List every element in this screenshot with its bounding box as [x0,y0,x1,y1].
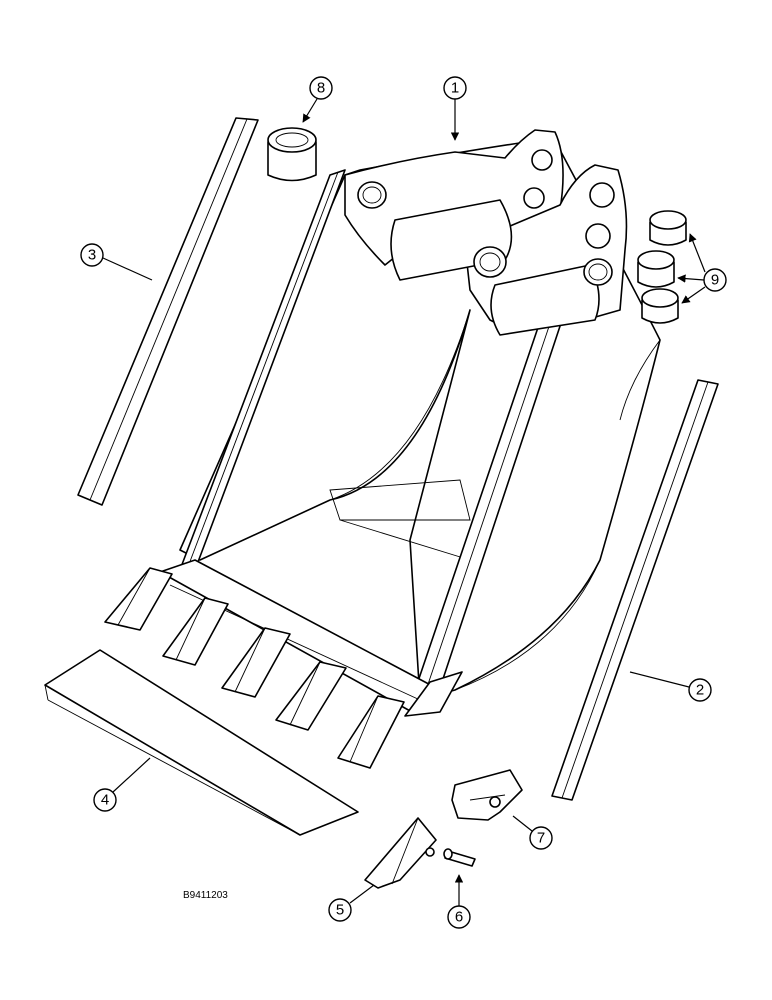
bushing-single [267,127,317,182]
bushing-set [637,210,687,324]
pin-bore [473,246,507,278]
pin-bore [583,258,613,286]
callout-2: 2 [629,671,712,702]
pin-bore [523,187,545,209]
callout-6: 6 [447,874,471,929]
tooth-loose [364,817,437,889]
callout-5: 5 [328,884,375,922]
svg-text:6: 6 [455,909,463,926]
svg-text:8: 8 [317,80,325,97]
tooth [275,661,347,731]
tooth-adapter [404,671,463,717]
svg-text:9: 9 [711,272,719,289]
tooth [162,597,229,666]
callout-7: 7 [512,815,553,850]
callout-4: 4 [93,757,151,812]
retaining-pin [443,848,476,867]
callout-1: 1 [443,76,467,141]
svg-text:2: 2 [696,682,704,699]
pin-bore [585,223,611,249]
pin-bore [531,149,553,171]
callout-3: 3 [80,243,153,281]
tooth [104,567,173,631]
svg-text:1: 1 [451,80,459,97]
pin-bore [589,182,615,208]
tooth [221,627,291,698]
svg-text:4: 4 [101,792,109,809]
bucket-teeth-row [104,567,463,769]
tooth-adapter-loose [451,769,523,821]
bucket-assembly [159,129,661,713]
cutting-edge [44,649,359,836]
svg-text:5: 5 [336,902,344,919]
callout-9: 9 [677,233,727,304]
callout-8: 8 [302,76,333,123]
svg-text:7: 7 [537,830,545,847]
pin-bore [357,181,387,209]
svg-text:3: 3 [88,247,96,264]
figure-code: B9411203 [183,890,228,901]
tooth [337,695,405,769]
